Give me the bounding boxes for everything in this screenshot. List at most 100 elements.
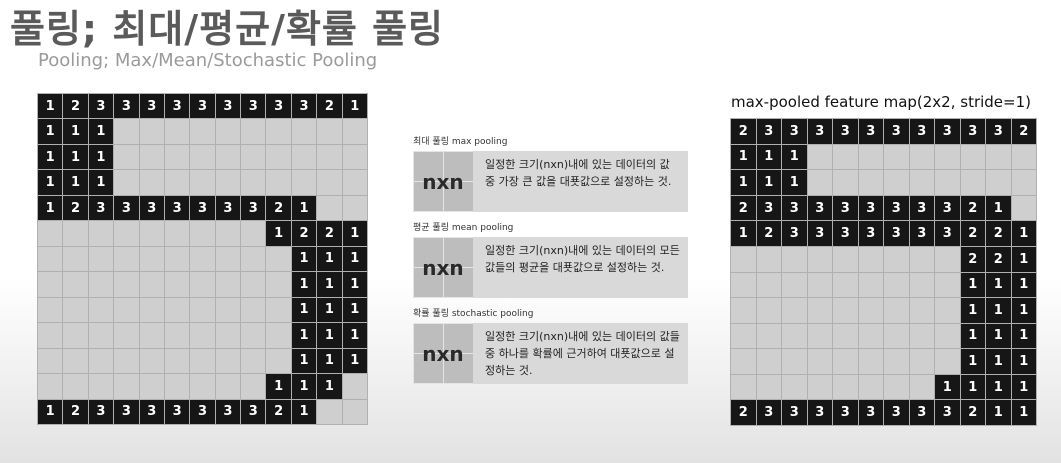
page-title: 풀링; 최대/평균/확률 풀링 [10,7,445,51]
grid-cell: 1 [731,170,756,195]
grid-cell: 3 [884,221,909,246]
grid-cell [266,297,291,323]
grid-cell: 3 [858,400,883,425]
grid-cell [241,170,266,195]
grid-cell [317,195,342,221]
grid-cell: 1 [1011,246,1036,272]
grid-cell: 3 [190,94,215,119]
grid-cell [858,374,883,400]
grid-cell: 2 [317,94,342,119]
grid-cell [215,323,241,348]
grid-cell: 3 [756,195,781,221]
grid-cell: 3 [833,195,858,221]
grid-cell [317,119,342,144]
grid-cell: 1 [342,94,367,119]
grid-cell: 1 [960,374,985,400]
grid-cell: 1 [38,170,63,195]
grid-cell: 1 [1011,323,1036,349]
grid-cell: 1 [291,374,317,399]
grid-cell [114,297,139,323]
grid-cell [833,298,858,323]
grid-cell [88,348,114,374]
grid-cell [858,349,883,374]
grid-cell: 2 [63,94,88,119]
grid-cell: 1 [291,272,317,297]
grid-cell: 1 [63,119,88,144]
grid-cell: 1 [88,119,114,144]
grid-cell [139,348,164,374]
grid-cell [266,272,291,297]
grid-cell: 1 [782,144,807,170]
grid-cell: 3 [884,400,909,425]
grid-cell [909,323,934,349]
grid-cell [88,246,114,272]
grid-cell [190,119,215,144]
grid-cell [164,246,190,272]
grid-cell [1011,170,1036,195]
grid-cell: 1 [291,246,317,272]
grid-cell [756,246,781,272]
grid-cell: 3 [88,94,114,119]
grid-cell [139,297,164,323]
grid-cell [731,272,756,298]
grid-cell [986,170,1011,195]
grid-cell [63,246,88,272]
grid-cell: 2 [960,400,985,425]
grid-cell [342,399,367,424]
grid-cell [139,323,164,348]
grid-cell [114,119,139,144]
grid-cell [807,323,832,349]
grid-cell [241,323,266,348]
grid-cell [114,348,139,374]
grid-cell [756,349,781,374]
grid-cell [858,170,883,195]
grid-cell: 2 [317,221,342,246]
grid-cell: 1 [317,246,342,272]
grid-cell: 3 [139,94,164,119]
grid-cell: 2 [731,195,756,221]
grid-cell [63,323,88,348]
grid-cell [190,323,215,348]
grid-cell: 1 [935,374,960,400]
grid-cell: 1 [960,272,985,298]
grid-cell [88,297,114,323]
grid-cell: 2 [266,399,291,424]
grid-cell: 3 [164,195,190,221]
grid-cell: 3 [807,195,832,221]
grid-cell [807,272,832,298]
grid-cell: 1 [317,323,342,348]
grid-cell [164,374,190,399]
grid-cell: 1 [291,348,317,374]
grid-cell: 3 [114,94,139,119]
grid-cell [38,272,63,297]
grid-cell [342,195,367,221]
grid-cell [241,348,266,374]
grid-cell [164,144,190,170]
grid-cell [266,144,291,170]
grid-cell [909,246,934,272]
grid-cell [935,323,960,349]
grid-cell [935,246,960,272]
grid-cell [266,323,291,348]
mean-pooling-description: 일정한 크기(nxn)내에 있는 데이터의 모든 값들의 평균을 대푯값으로 설… [485,244,680,274]
grid-cell [317,399,342,424]
grid-cell [266,348,291,374]
grid-cell [164,323,190,348]
grid-cell [63,272,88,297]
grid-cell [342,144,367,170]
grid-cell [241,119,266,144]
grid-cell [731,374,756,400]
grid-cell: 3 [807,221,832,246]
grid-cell [986,144,1011,170]
grid-cell [782,374,807,400]
grid-cell [731,298,756,323]
grid-cell [756,272,781,298]
grid-cell [858,144,883,170]
stochastic-pooling-window-icon: nxn [413,323,473,384]
grid-cell: 1 [756,170,781,195]
grid-cell: 1 [731,221,756,246]
grid-cell [38,221,63,246]
grid-cell [215,119,241,144]
grid-cell: 1 [88,144,114,170]
